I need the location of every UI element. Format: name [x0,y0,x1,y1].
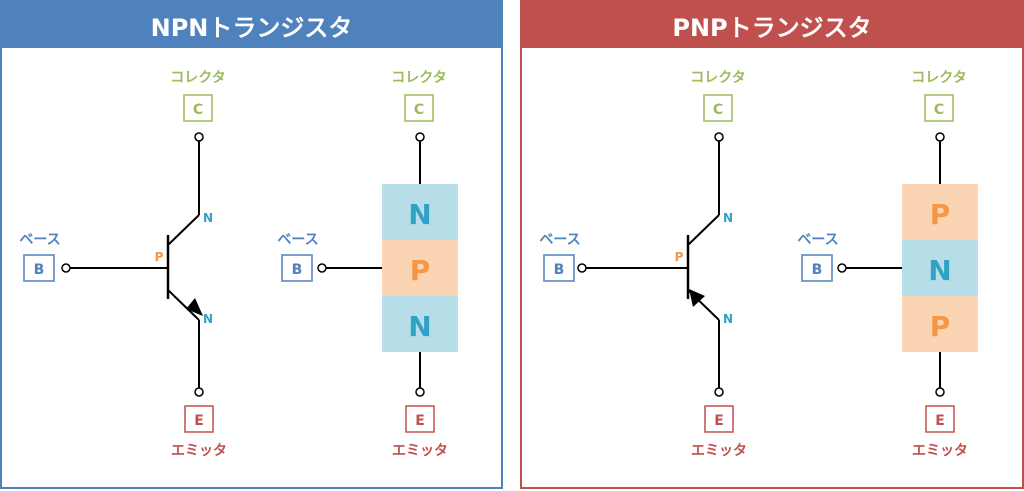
emitter-node [194,387,204,397]
collector-label: コレクタ [391,70,446,86]
base-terminal: B [34,262,45,278]
collector-terminal-box [703,94,733,122]
base-label: ベース [797,232,838,248]
collector-terminal: C [934,102,944,118]
layer-top-label: P [930,198,951,231]
emitter-node [935,387,945,397]
base-region-label: P [675,250,684,264]
pnp-diagram: コレクタ C E エミッタ ベース B N P N コレクタ [539,70,978,459]
base-terminal: B [554,262,565,278]
layer-top [902,184,978,240]
collector-label: コレクタ [170,70,225,86]
collector-diagonal [167,214,200,246]
emitter-terminal: E [714,413,724,429]
pnp-panel: PNPトランジスタ コレクタ C E エミッタ ベース B N P N [520,0,1024,489]
base-region-label: P [155,250,164,264]
emitter-terminal-box [405,405,435,433]
layer-middle [382,240,458,296]
layer-bottom [902,296,978,352]
emitter-label: エミッタ [392,443,448,459]
collector-node [935,132,945,142]
emitter-terminal-box [704,405,734,433]
pnp-symbol: コレクタ C E エミッタ ベース B N P N [539,70,747,459]
layer-top [382,184,458,240]
collector-node [415,132,425,142]
base-label: ベース [277,232,318,248]
collector-region-label: N [723,211,733,225]
base-terminal-box [23,254,55,282]
collector-node [714,132,724,142]
base-label: ベース [539,232,580,248]
emitter-node [415,387,425,397]
npn-title: NPNトランジスタ [2,2,501,48]
layer-bottom-label: N [408,310,431,343]
base-node [837,263,847,273]
layer-bottom [382,296,458,352]
base-terminal: B [812,262,823,278]
base-terminal-box [801,254,833,282]
emitter-label: エミッタ [691,443,747,459]
collector-terminal-box [183,94,213,122]
base-terminal-box [543,254,575,282]
emitter-terminal-box [184,405,214,433]
emitter-terminal-box [925,405,955,433]
collector-label: コレクタ [911,70,966,86]
collector-terminal: C [713,102,723,118]
pnp-title: PNPトランジスタ [522,2,1022,48]
emitter-arrow [186,298,203,316]
base-label: ベース [19,232,60,248]
base-node [317,263,327,273]
base-node [577,263,587,273]
layer-top-label: N [408,198,431,231]
collector-terminal-box [924,94,954,122]
collector-region-label: N [203,211,213,225]
emitter-terminal: E [194,413,204,429]
pnp-structure: コレクタ C P N P ベース B E エミッタ [797,70,978,459]
emitter-label: エミッタ [171,443,227,459]
emitter-node [714,387,724,397]
base-terminal: B [292,262,303,278]
emitter-arrow [689,289,705,307]
collector-terminal-box [404,94,434,122]
collector-node [194,132,204,142]
collector-diagonal [687,214,720,246]
collector-terminal: C [414,102,424,118]
emitter-diagonal [167,289,200,321]
npn-symbol: コレクタ C E エミッタ ベース B N P N [19,70,227,459]
emitter-region-label: N [203,312,213,326]
npn-diagram: コレクタ C E エミッタ ベース B N P N コレクタ [19,70,458,459]
collector-label: コレクタ [690,70,745,86]
npn-panel: NPNトランジスタ コレクタ C E エミッタ ベース B N P N [0,0,503,489]
emitter-label: エミッタ [912,443,968,459]
base-node [61,263,71,273]
layer-middle-label: P [410,254,431,287]
layer-middle-label: N [928,254,951,287]
layer-middle [902,240,978,296]
emitter-terminal: E [415,413,425,429]
emitter-terminal: E [935,413,945,429]
collector-terminal: C [193,102,203,118]
emitter-region-label: N [723,312,733,326]
base-terminal-box [281,254,313,282]
layer-bottom-label: P [930,310,951,343]
npn-structure: コレクタ C N P N ベース B E エミッタ [277,70,458,459]
